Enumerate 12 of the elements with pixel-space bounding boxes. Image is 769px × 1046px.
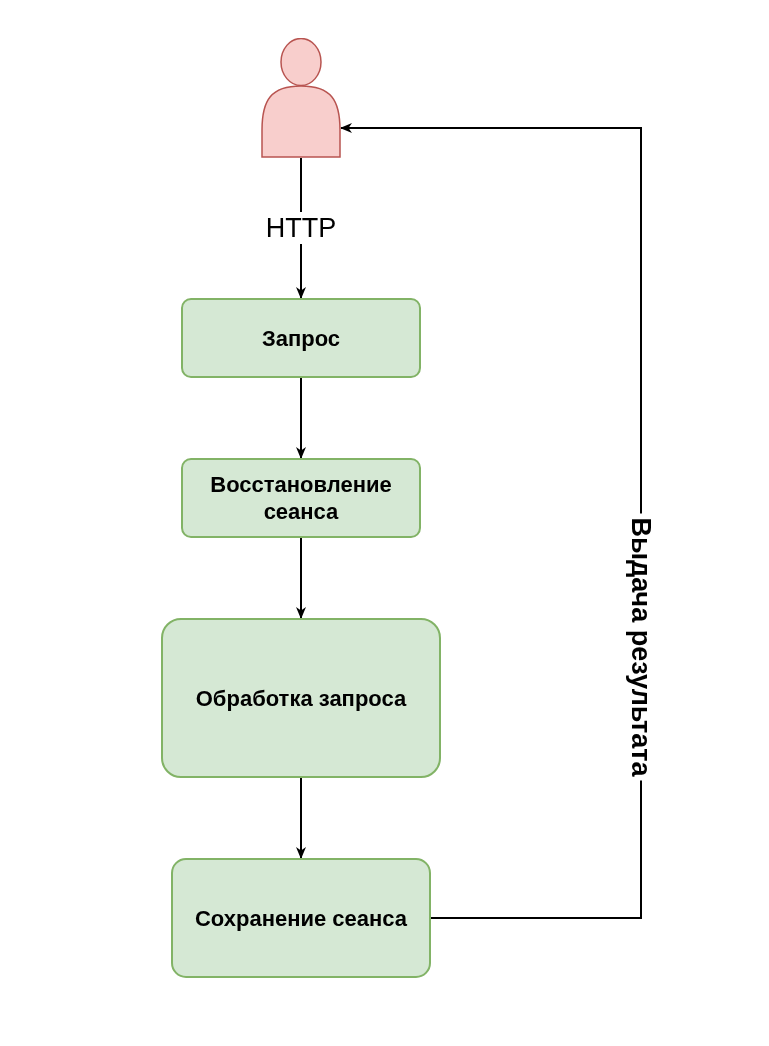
person-icon bbox=[261, 38, 341, 158]
process-box bbox=[161, 618, 441, 778]
process-box bbox=[171, 858, 431, 978]
arrow bbox=[296, 777, 306, 859]
node-label: Обработка запроса bbox=[195, 684, 407, 712]
process-box bbox=[181, 458, 421, 538]
node-label: Запрос bbox=[261, 324, 341, 352]
process-box bbox=[181, 298, 421, 378]
arrow bbox=[296, 537, 306, 619]
node-label: Восстановление сеанса bbox=[209, 471, 393, 525]
arrow bbox=[296, 377, 306, 459]
node-label: Сохранение сеанса bbox=[194, 904, 408, 932]
